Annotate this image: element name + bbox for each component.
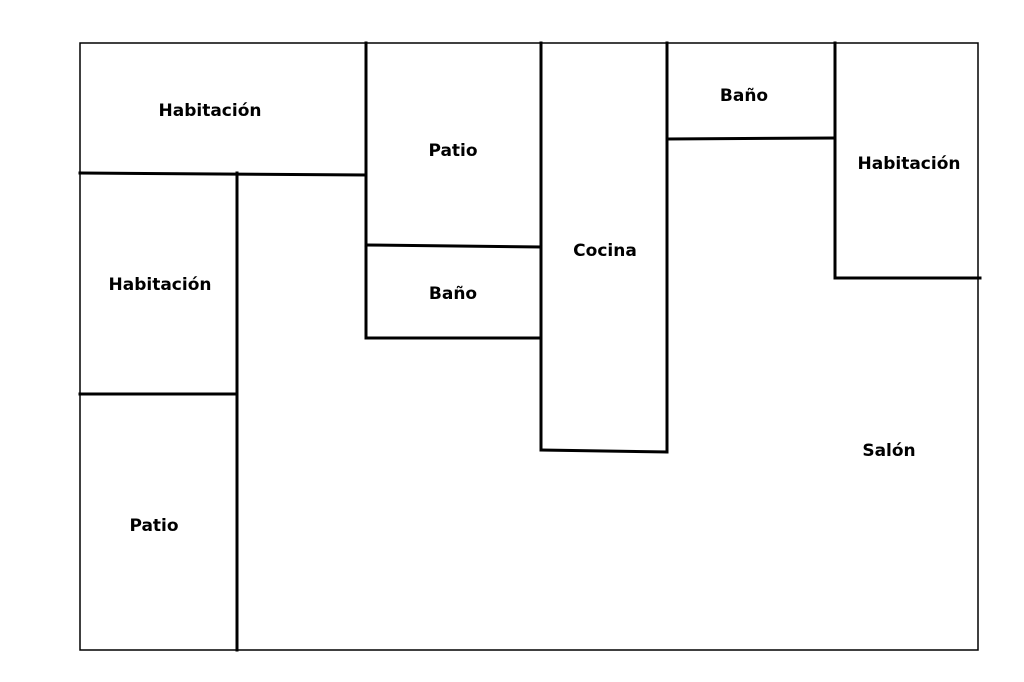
room-label-bano-middle: Baño	[429, 284, 477, 304]
wall-patio-bano	[364, 243, 543, 249]
outer-wall	[79, 42, 979, 651]
room-label-patio-top: Patio	[428, 141, 477, 161]
room-label-habitacion-top-left: Habitación	[159, 101, 262, 121]
room-label-cocina: Cocina	[573, 241, 637, 261]
room-label-bano-top-right: Baño	[720, 86, 768, 106]
wall-cocina-bottom	[539, 448, 669, 454]
room-label-habitacion-left: Habitación	[109, 275, 212, 295]
wall-bano-right-bottom	[665, 136, 837, 141]
room-label-salon: Salón	[862, 441, 915, 461]
wall-hab-top-bottom	[78, 171, 368, 177]
room-label-patio-bottom-left: Patio	[129, 516, 178, 536]
room-label-habitacion-right: Habitación	[858, 154, 961, 174]
